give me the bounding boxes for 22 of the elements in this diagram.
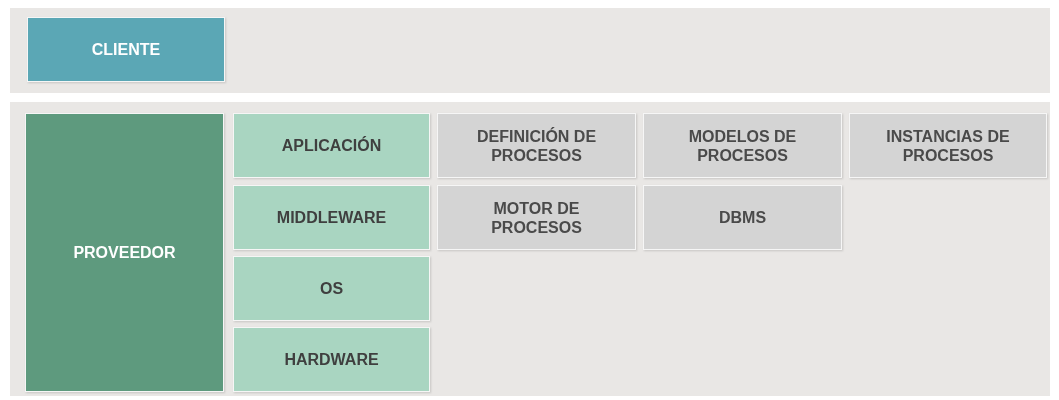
box-label: MOTOR DE PROCESOS — [490, 198, 583, 237]
layer-box — [233, 327, 430, 392]
box-label: INSTANCIAS DE PROCESOS — [885, 126, 1011, 165]
layer-box — [233, 113, 430, 178]
layer-box — [233, 256, 430, 321]
box-label: DEFINICIÓN DE PROCESOS — [475, 126, 598, 165]
box-label: OS — [318, 279, 345, 298]
box-label: MIDDLEWARE — [275, 208, 388, 227]
layer-box — [437, 185, 636, 250]
box-label: CLIENTE — [90, 40, 162, 59]
layer-box — [643, 113, 842, 178]
layer-box — [643, 185, 842, 250]
box-label: APLICACIÓN — [280, 136, 383, 155]
layer-box — [25, 113, 224, 392]
layer-box — [849, 113, 1047, 178]
layer-box — [437, 113, 636, 178]
layer-box — [233, 185, 430, 250]
box-label: MODELOS DE PROCESOS — [687, 126, 798, 165]
box-label: DBMS — [717, 208, 768, 227]
box-label: PROVEEDOR — [72, 243, 177, 262]
layer-box — [27, 17, 225, 82]
box-label: HARDWARE — [283, 350, 380, 369]
